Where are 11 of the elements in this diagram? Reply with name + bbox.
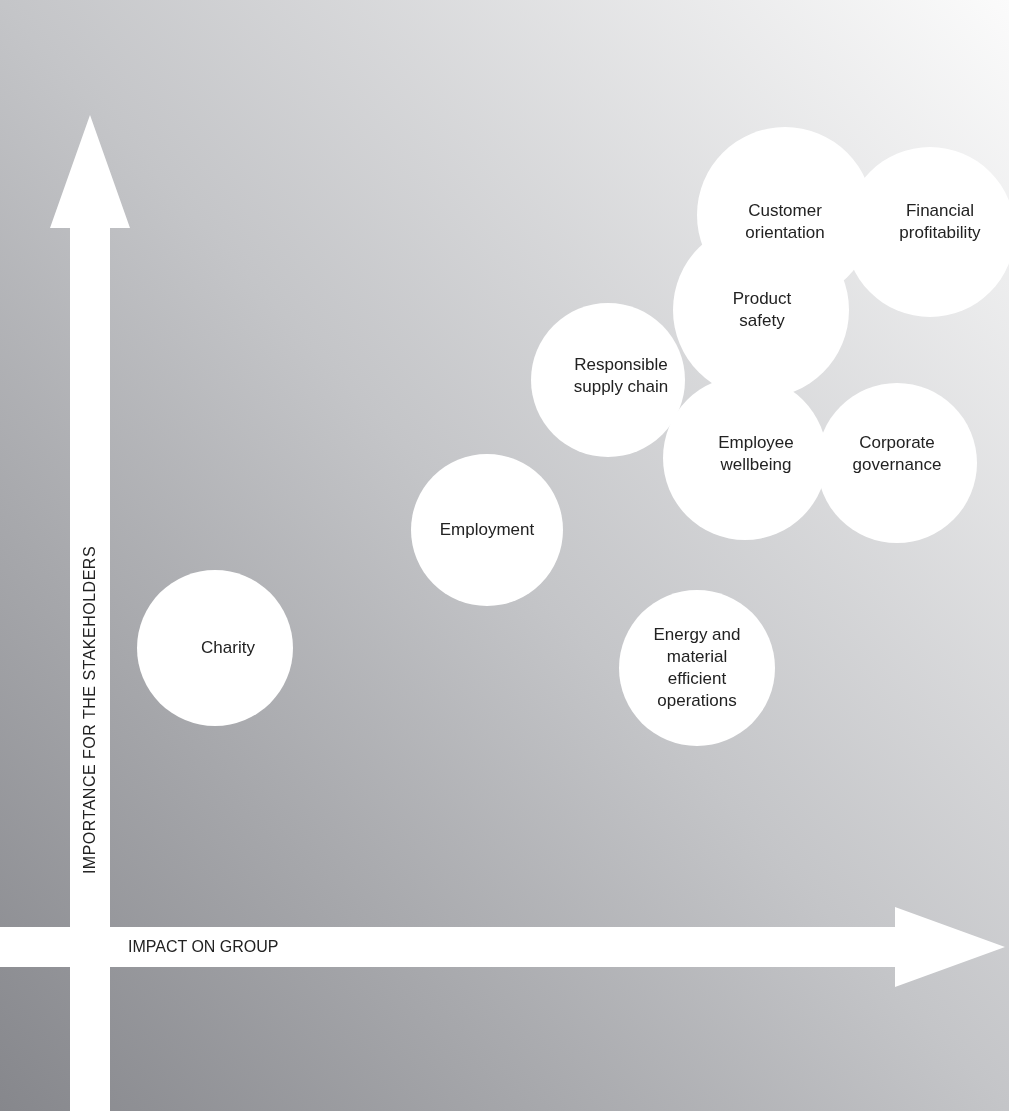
topic-label: Responsible supply chain [572, 354, 670, 398]
topic-label: Employment [439, 519, 535, 541]
topic-label: Energy and material efficient operations [652, 624, 742, 712]
axis-label: IMPACT ON GROUP [128, 937, 279, 957]
topic-label: Financial profitability [898, 200, 982, 244]
topic-label: Corporate governance [851, 432, 943, 476]
topic-label: Charity [201, 637, 255, 659]
axis-label: IMPORTANCE FOR THE STAKEHOLDERS [80, 545, 99, 875]
topic-label: Product safety [731, 288, 793, 332]
topic-label: Employee wellbeing [717, 432, 795, 476]
topic-label: Customer orientation [744, 200, 826, 244]
